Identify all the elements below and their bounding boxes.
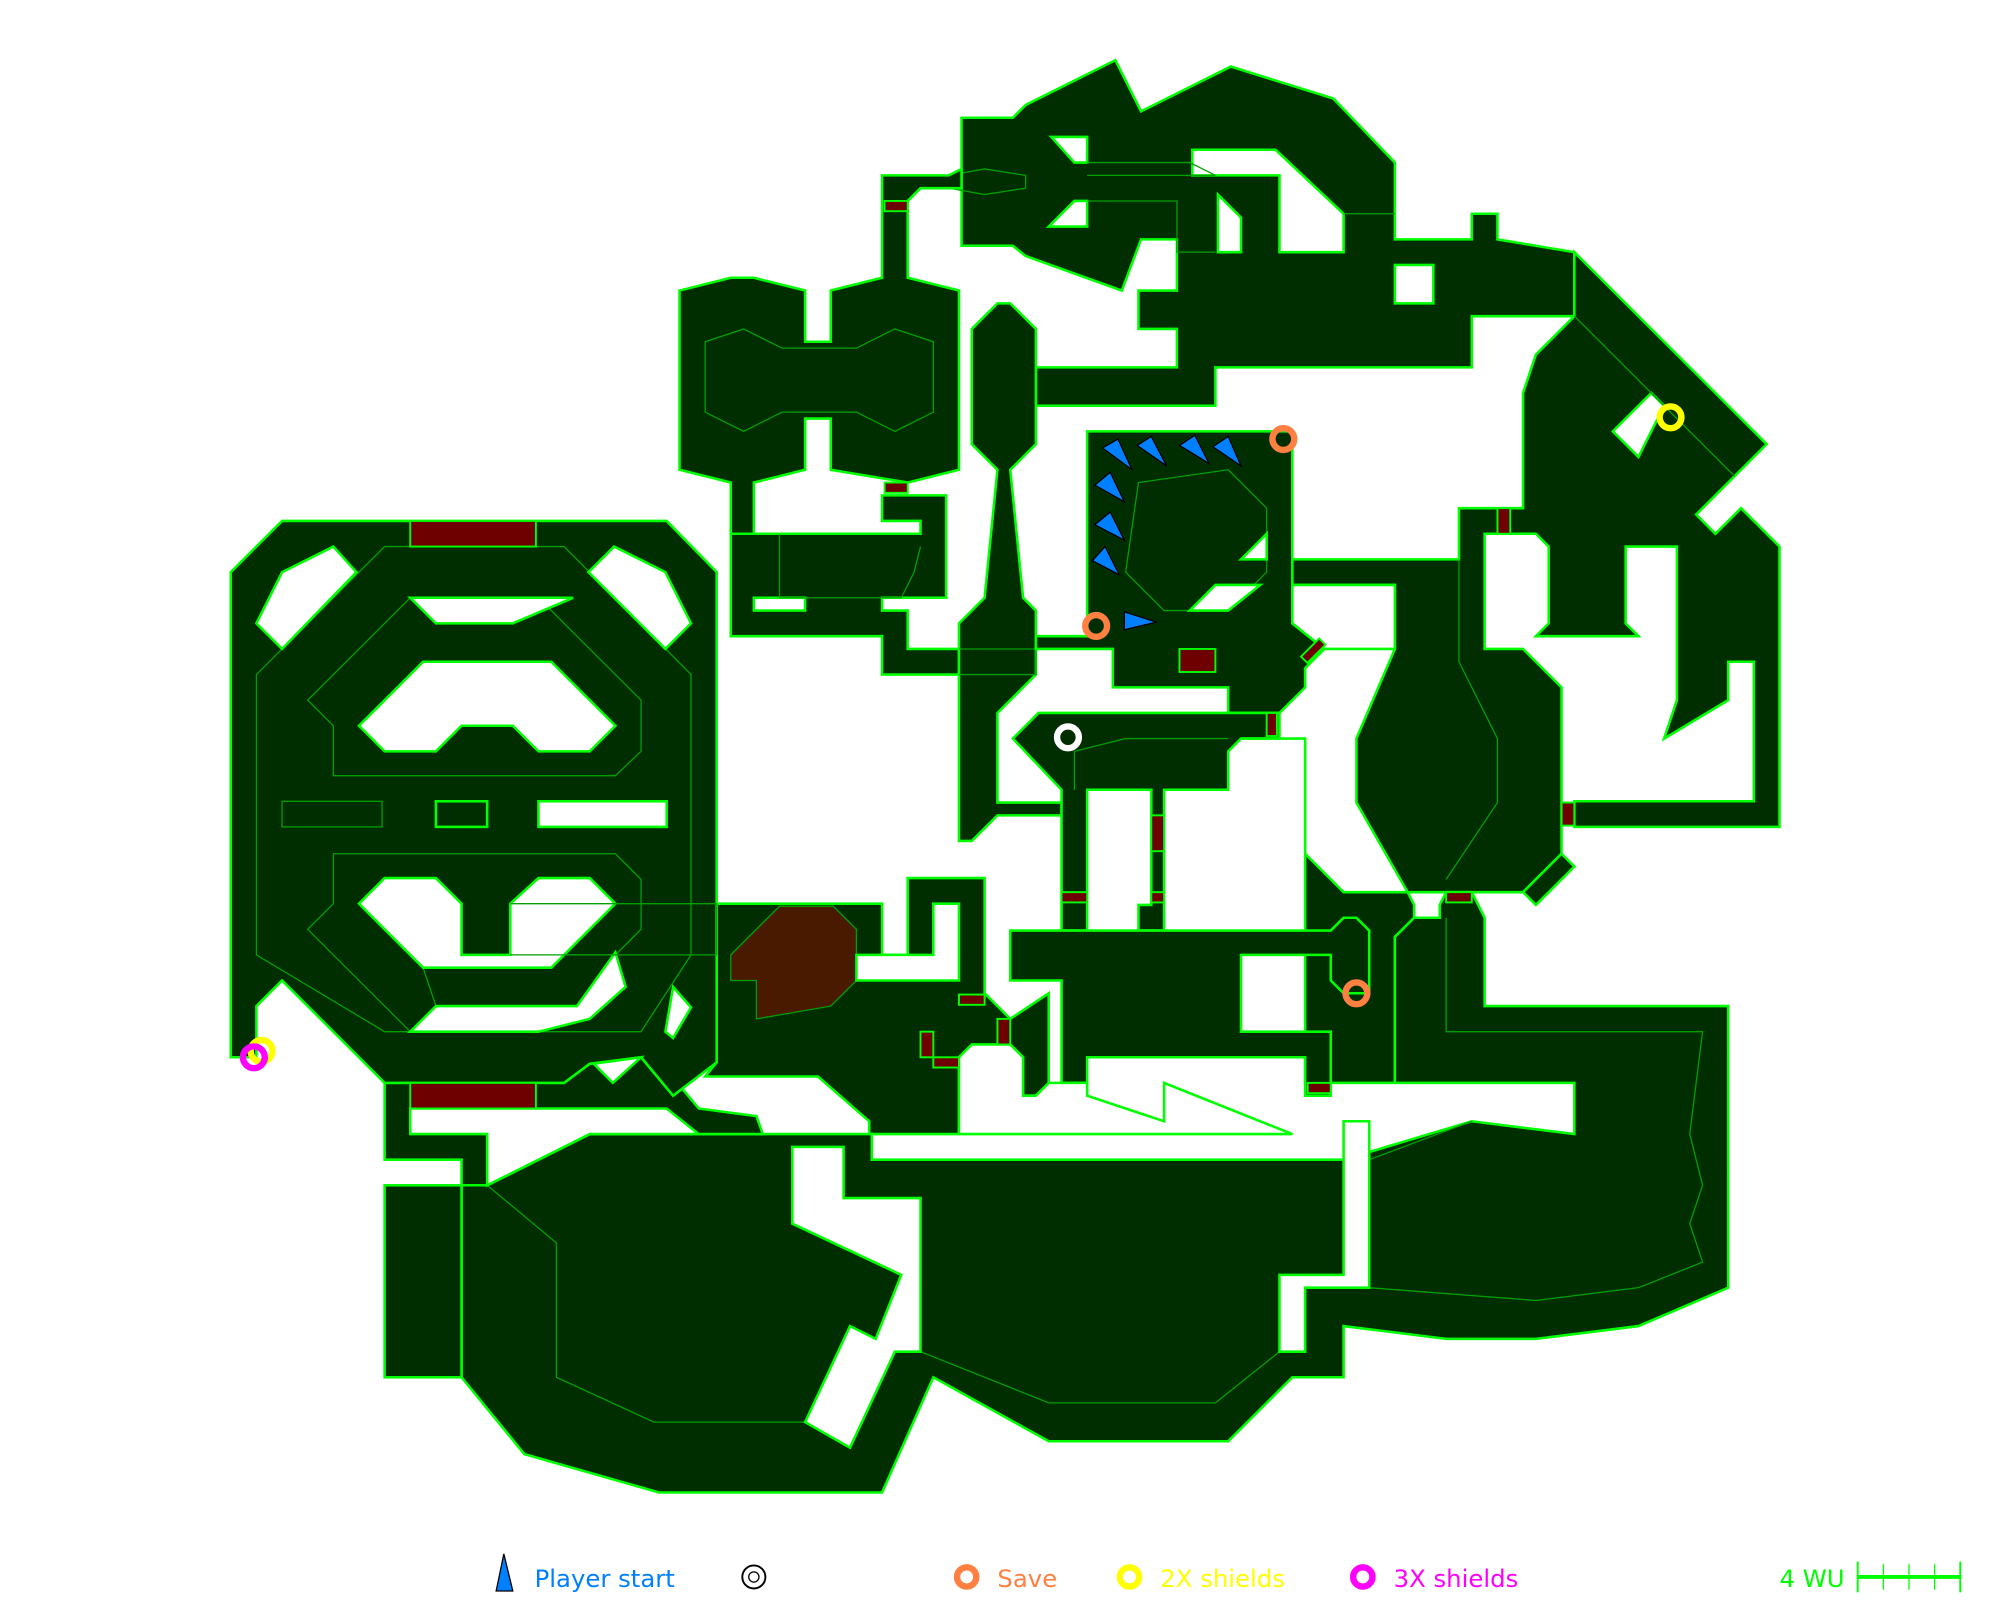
save-marker[interactable] xyxy=(1269,424,1298,454)
door[interactable] xyxy=(1178,648,1217,673)
hole xyxy=(1216,191,1243,254)
door[interactable] xyxy=(1299,637,1327,665)
floor-panel xyxy=(281,800,383,828)
shield-2x-legend-icon xyxy=(1116,1564,1143,1590)
generic-marker[interactable] xyxy=(1053,723,1083,752)
floor-line xyxy=(1573,315,1736,477)
hole xyxy=(1278,1120,1371,1353)
floor-line xyxy=(510,903,718,956)
items xyxy=(239,403,1685,1072)
player-start-icon xyxy=(1136,435,1168,467)
lava-pool xyxy=(730,905,858,1020)
room-h-shaped xyxy=(678,166,963,536)
hole xyxy=(254,544,359,651)
hole xyxy=(1045,199,1089,228)
door[interactable] xyxy=(1060,891,1089,904)
floor-line xyxy=(958,648,1037,676)
player-start-icon xyxy=(1123,610,1159,631)
hole xyxy=(663,984,693,1041)
door[interactable] xyxy=(409,520,537,548)
save-marker[interactable] xyxy=(1082,611,1111,640)
legend-3x-shields: 3X shields xyxy=(1394,1564,1519,1593)
room-west-hall xyxy=(729,494,961,676)
door[interactable] xyxy=(919,1030,935,1059)
hole xyxy=(1186,583,1264,612)
room-southwest-closet xyxy=(383,1184,463,1379)
scale-bar-label: 4 WU xyxy=(1779,1564,1844,1593)
door[interactable] xyxy=(932,1056,960,1069)
floor-line xyxy=(1087,200,1216,253)
hole xyxy=(537,800,668,829)
legend-2x-shields: 2X shields xyxy=(1160,1564,1285,1593)
door[interactable] xyxy=(883,200,909,213)
hole xyxy=(1393,263,1435,305)
hole xyxy=(407,949,628,1033)
room-lower-center xyxy=(1011,711,1281,932)
shield-3x-legend-icon xyxy=(1350,1564,1376,1590)
generic-legend-icon-inner xyxy=(748,1571,760,1583)
room-top-north xyxy=(960,58,1576,408)
floor-line xyxy=(948,168,1027,196)
shield-2x-marker[interactable] xyxy=(1656,403,1685,432)
room-center-column xyxy=(957,302,1063,843)
player-start-icon xyxy=(1211,435,1243,468)
hole xyxy=(357,660,618,753)
legend-player-start: Player start xyxy=(535,1564,675,1593)
hole xyxy=(1048,135,1089,164)
player-starts xyxy=(1091,434,1243,631)
hole xyxy=(408,1107,703,1188)
floor-line xyxy=(778,533,922,599)
door[interactable] xyxy=(1150,891,1166,904)
door[interactable] xyxy=(1306,1081,1332,1095)
door[interactable] xyxy=(958,993,986,1006)
player-start-icon xyxy=(1091,545,1121,577)
hole xyxy=(752,596,807,612)
save-legend-icon xyxy=(953,1564,980,1590)
hole xyxy=(791,1145,922,1450)
player-start-icon xyxy=(1093,471,1126,504)
floor-line xyxy=(486,1184,806,1423)
door[interactable] xyxy=(1560,801,1576,827)
room-east-lower xyxy=(1241,737,1416,1085)
floor-line xyxy=(704,328,934,433)
legend-save: Save xyxy=(997,1564,1057,1593)
floor-line xyxy=(920,1351,1280,1404)
floor-line xyxy=(1073,737,1229,790)
floor-line xyxy=(1445,559,1499,880)
hole xyxy=(407,596,574,625)
hole xyxy=(855,902,961,982)
hole xyxy=(1291,583,1397,651)
bridge xyxy=(1521,851,1577,907)
scale-bar xyxy=(1856,1561,1962,1593)
room-southeast xyxy=(460,890,1730,1494)
save-marker[interactable] xyxy=(1342,979,1371,1008)
door[interactable] xyxy=(1445,891,1473,904)
door[interactable] xyxy=(883,481,909,494)
hole xyxy=(1237,530,1268,561)
player-start-icon xyxy=(1178,434,1211,466)
hole xyxy=(586,545,693,651)
player-start-icon xyxy=(1093,510,1126,542)
hole xyxy=(590,1055,645,1085)
floor-line xyxy=(1087,161,1216,176)
legend: Player start Save 2X shields 3X shields … xyxy=(495,1553,1962,1593)
door[interactable] xyxy=(1265,712,1278,737)
floor-line xyxy=(1369,1120,1473,1161)
floor-panel xyxy=(434,800,489,829)
shield-3x-marker[interactable] xyxy=(239,1043,268,1072)
player-start-icon xyxy=(1101,438,1133,471)
door[interactable] xyxy=(1496,507,1512,535)
hole xyxy=(957,1043,1293,1136)
door[interactable] xyxy=(1150,814,1166,853)
door[interactable] xyxy=(409,1081,537,1110)
floor-line xyxy=(1369,917,1704,1302)
doors xyxy=(409,200,1576,1110)
player-start-legend-icon xyxy=(495,1553,514,1592)
door[interactable] xyxy=(996,1017,1012,1046)
